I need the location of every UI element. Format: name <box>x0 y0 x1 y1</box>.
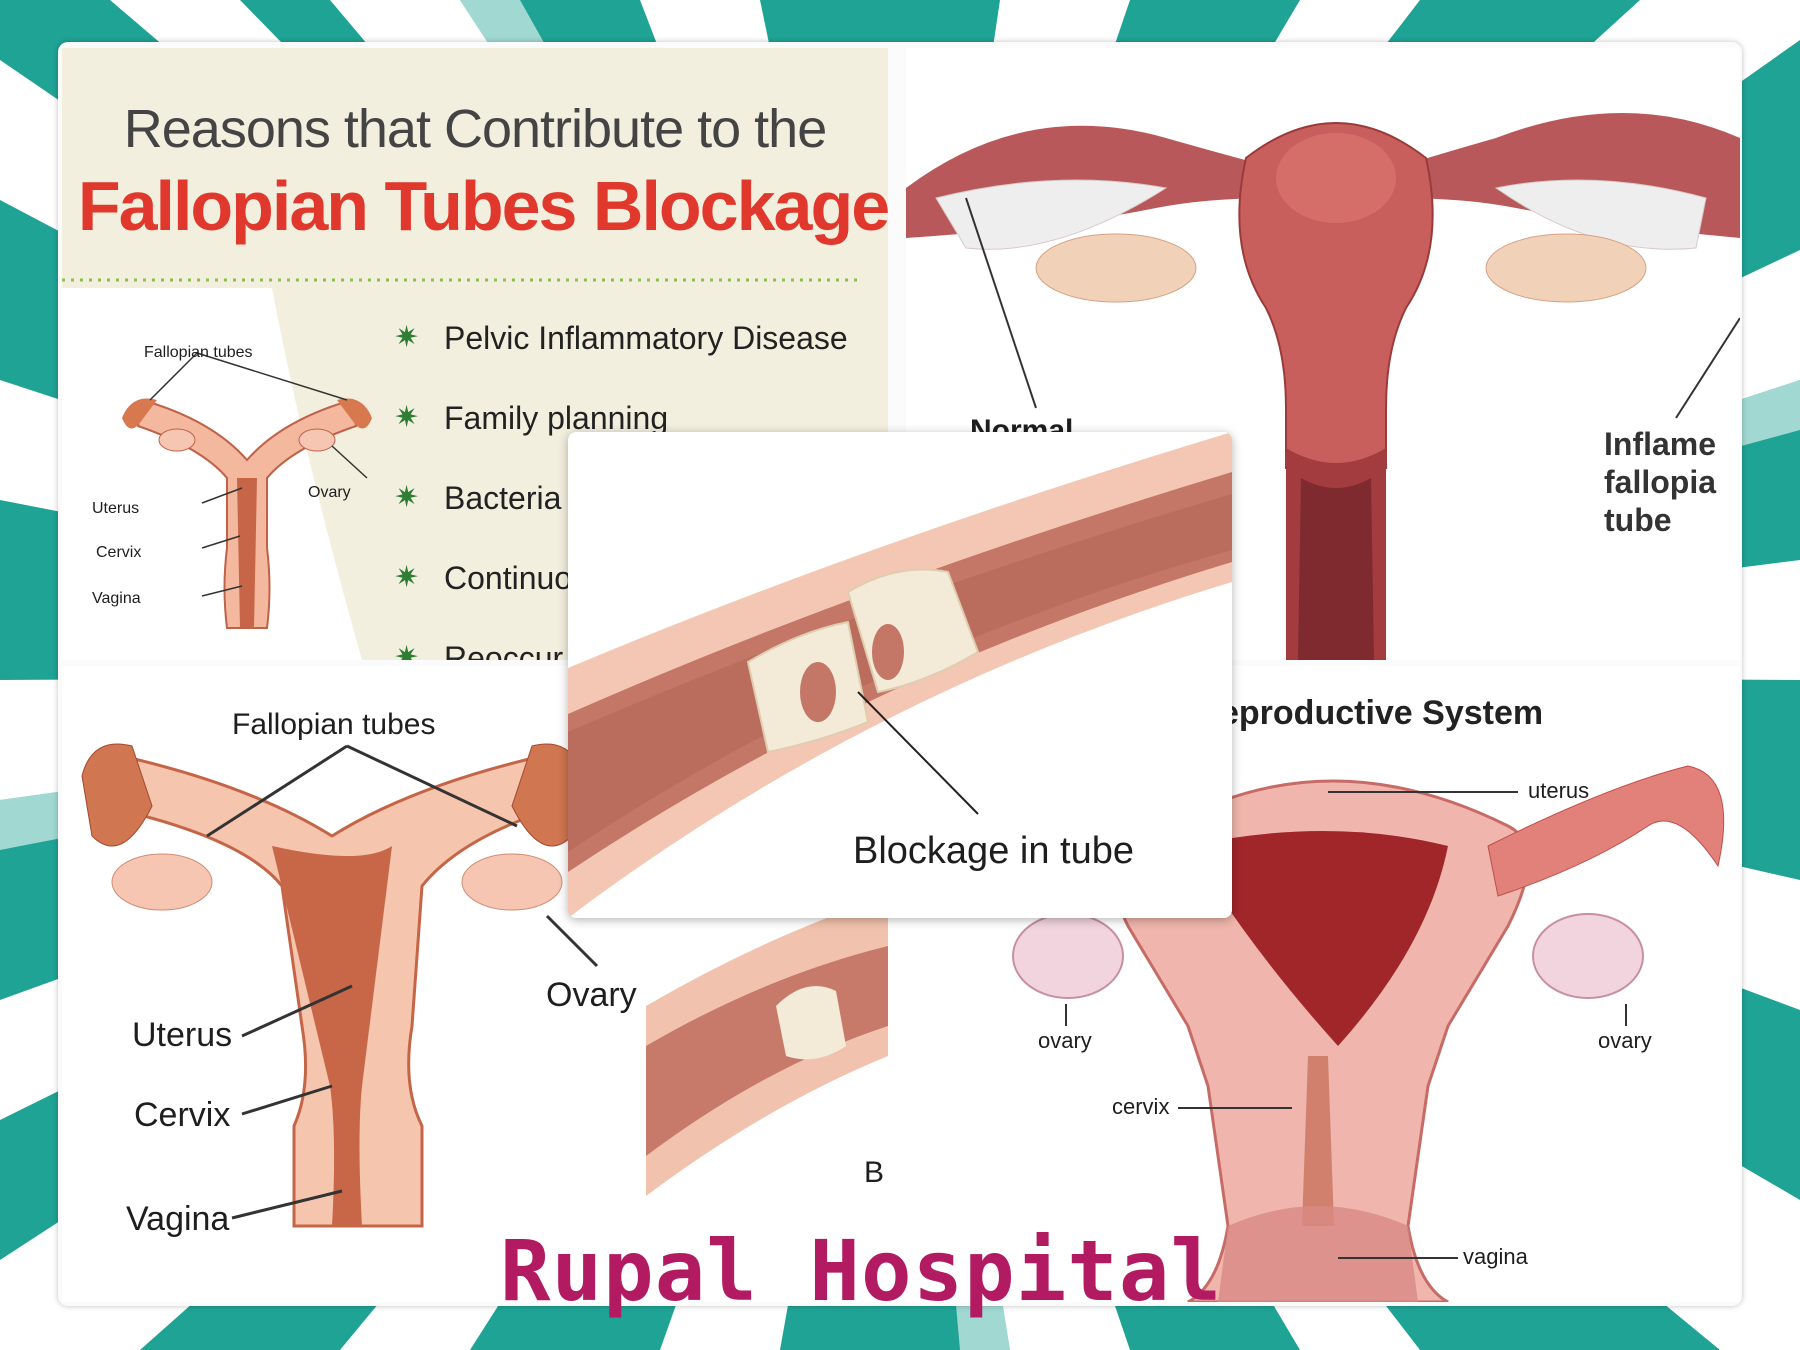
small-tube-partial-label: B <box>864 1156 885 1189</box>
small-tube-panel: B <box>646 896 888 1302</box>
reasons-title-line1: Reasons that Contribute to the <box>123 99 827 159</box>
small-tube-illustration <box>646 896 888 1196</box>
label-vagina: vagina <box>1463 1244 1528 1269</box>
large-label-fallopian-tubes: Fallopian tubes <box>232 708 436 741</box>
label-inflamed-line3: tube <box>1604 502 1672 538</box>
star-burst-icon: ✷ <box>394 401 420 434</box>
label-normal: Normal <box>970 414 1074 434</box>
small-label-ovary: Ovary <box>308 484 351 501</box>
reproductive-system-title: eproductive System <box>1220 694 1544 732</box>
small-uterus-diagram <box>122 352 372 629</box>
label-ovary-left: ovary <box>1038 1028 1092 1053</box>
small-label-cervix: Cervix <box>96 544 142 561</box>
star-burst-icon: ✷ <box>394 641 420 660</box>
list-item: ✷Pelvic Inflammatory Disease <box>394 298 888 378</box>
small-label-uterus: Uterus <box>92 500 140 517</box>
large-uterus-diagram <box>81 743 599 1228</box>
list-item: ✷Reoccur <box>394 618 888 660</box>
label-uterus: uterus <box>1528 778 1590 803</box>
list-item: ✷Bacteria <box>394 458 888 538</box>
star-burst-icon: ✷ <box>394 481 420 514</box>
large-label-uterus: Uterus <box>132 1016 233 1054</box>
reproductive-system-diagram <box>940 765 1725 1302</box>
inflamed-uterus-illustration <box>906 113 1740 660</box>
label-inflamed-line2: fallopia <box>1604 464 1717 500</box>
large-label-cervix: Cervix <box>134 1096 231 1134</box>
large-label-vagina: Vagina <box>126 1200 230 1238</box>
hospital-watermark: Rupal Hospital <box>500 1222 1223 1320</box>
reasons-decor <box>62 278 862 660</box>
large-label-ovary: Ovary <box>546 976 637 1014</box>
reasons-title-line2: Fallopian Tubes Blockage <box>77 167 888 245</box>
star-burst-icon: ✷ <box>394 561 420 594</box>
list-item: ✷Family planning <box>394 378 888 458</box>
small-label-vagina: Vagina <box>92 590 141 607</box>
label-cervix: cervix <box>1112 1094 1170 1119</box>
blockage-tube-panel: Blockage in tube <box>568 432 1232 918</box>
blockage-in-tube-label: Blockage in tube <box>853 830 1134 872</box>
small-label-fallopian-tubes: Fallopian tubes <box>144 344 253 361</box>
reason-list: ✷Pelvic Inflammatory Disease ✷Family pla… <box>394 298 888 660</box>
blockage-tube-illustration <box>568 432 1232 918</box>
label-ovary-right: ovary <box>1598 1028 1652 1053</box>
label-inflamed-line1: Inflame <box>1604 426 1717 462</box>
list-item: ✷Continuo <box>394 538 888 618</box>
star-burst-icon: ✷ <box>394 321 420 354</box>
